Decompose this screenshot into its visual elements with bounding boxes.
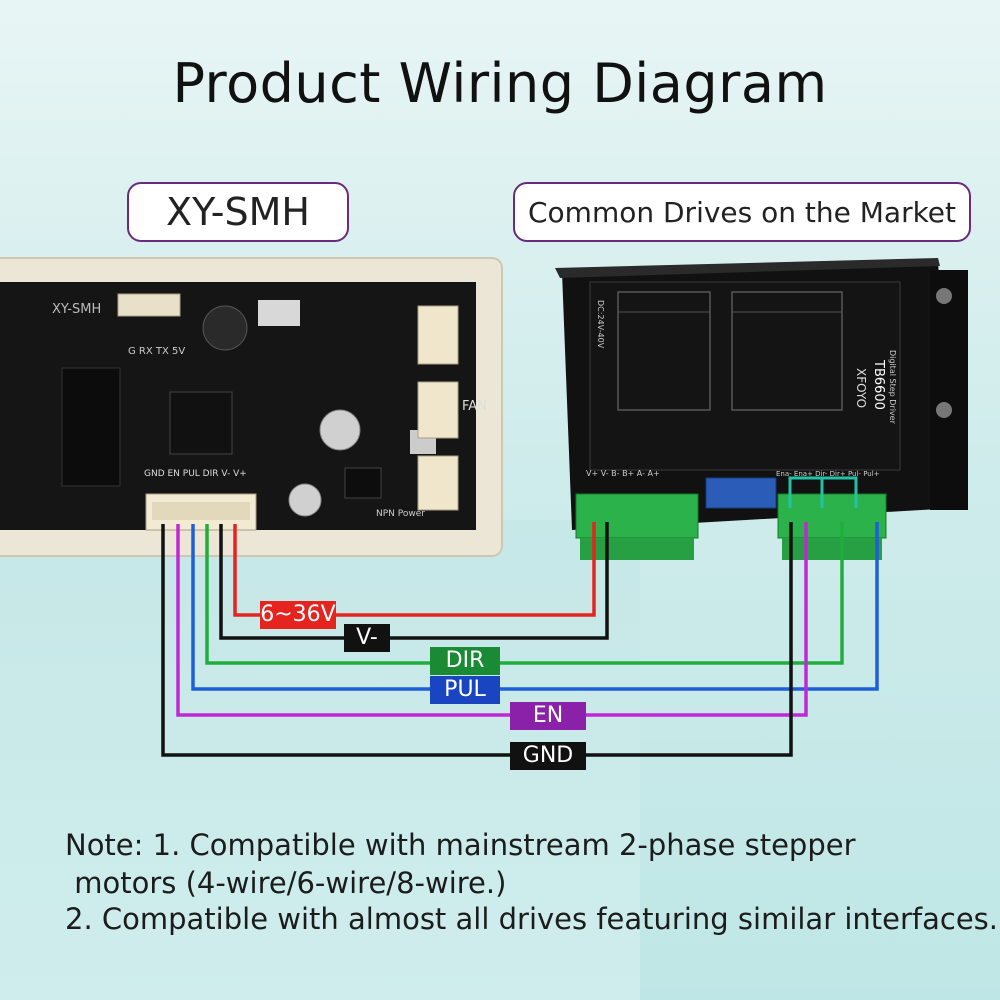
driver-brand: XFOYO — [854, 368, 868, 408]
wire-label-6-36v: 6~36V — [260, 601, 336, 629]
fan-label: FAN — [462, 399, 487, 414]
wire-gnd — [161, 522, 793, 757]
wire-pul — [191, 522, 879, 691]
wires — [161, 522, 879, 757]
right-device-tag: Common Drives on the Market — [513, 182, 971, 242]
driver-subtitle: Digital Step Driver — [888, 350, 897, 425]
driver-jumpers — [788, 476, 858, 508]
driver-model: TB6600 — [871, 359, 886, 410]
driver-voltage: DC:24V-40V — [596, 300, 605, 349]
wire-label-pul: PUL — [430, 676, 500, 704]
wire-label-gnd: GND — [510, 742, 586, 770]
xy-smh-controller: XY-SMH G RX TX 5V GND EN PUL DIR V- V+ F… — [0, 257, 503, 557]
wire-label-dir: DIR — [430, 647, 500, 675]
page-title: Product Wiring Diagram — [172, 52, 828, 115]
wire-v-plus — [233, 522, 596, 617]
wire-en — [176, 522, 808, 717]
left-device-tag: XY-SMH — [127, 182, 349, 242]
wire-label-en: EN — [510, 702, 586, 730]
note-line-3: 2. Compatible with almost all drives fea… — [65, 902, 999, 936]
right-device-heading: Common Drives on the Market — [527, 195, 957, 229]
wire-dir — [205, 522, 844, 665]
power-terminal-labels: V+ V- B- B+ A- A+ — [586, 469, 660, 478]
note-line-2: motors (4-wire/6-wire/8-wire.) — [65, 866, 507, 900]
wire-v-minus — [219, 522, 609, 640]
uart-pins-text: G RX TX 5V — [128, 346, 185, 357]
left-device-name: XY-SMH — [166, 190, 310, 234]
board-silk-text: XY-SMH — [52, 302, 101, 317]
wire-label-v-minus: V- — [344, 624, 390, 652]
npn-label: NPN Power — [376, 509, 425, 519]
note-line-1: Note: 1. Compatible with mainstream 2-ph… — [65, 828, 856, 862]
header-pins-text: GND EN PUL DIR V- V+ — [144, 469, 247, 479]
signal-terminal-labels: Ena- Ena+ Dir- Dir+ Pul- Pul+ — [776, 470, 880, 478]
tb6600-driver: XFOYO TB6600 Digital Step Driver DC:24V-… — [555, 258, 968, 560]
